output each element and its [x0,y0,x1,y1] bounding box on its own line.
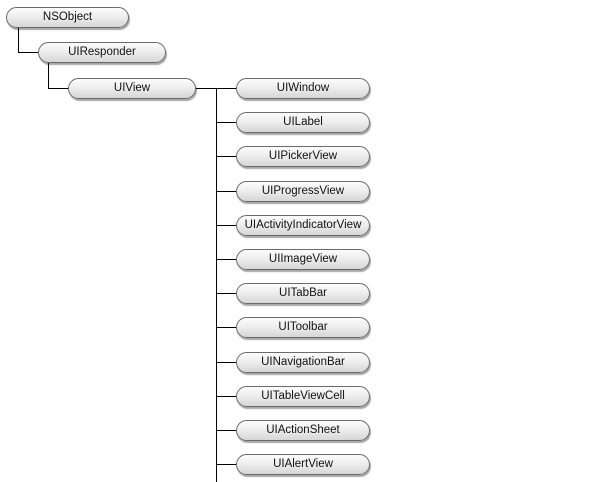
connector-branch [216,464,236,465]
connector-branch [216,191,236,192]
node-label: UIWindow [276,81,330,94]
connector-branch [216,122,236,123]
node-label: UIImageView [268,252,338,265]
node-label: UILabel [283,115,323,128]
node-subclass-uilabel: UILabel [236,112,370,133]
node-subclass-uipickerview: UIPickerView [236,146,370,167]
node-label: UIActivityIndicatorView [244,218,362,231]
connector-branch [216,293,236,294]
node-label: UIPickerView [268,149,338,162]
connector-branch [216,156,236,157]
node-subclass-uiimageview: UIImageView [236,249,370,270]
node-subclass-uiactionsheet: UIActionSheet [236,420,370,441]
node-uiview: UIView [68,78,196,99]
connector-subclass-spine [216,88,217,482]
node-label: UIAlertView [273,457,333,470]
connector-branch [216,362,236,363]
node-subclass-uiprogressview: UIProgressView [236,181,370,202]
node-subclass-uialertview: UIAlertView [236,454,370,475]
node-subclass-uiwindow: UIWindow [236,78,370,99]
node-label: UIResponder [68,45,136,58]
connector-uiresponder-uiview [48,88,70,89]
connector-uiresponder-uiview [48,62,49,89]
connector-branch [216,327,236,328]
node-label: UITabBar [279,286,327,299]
node-label: UIActionSheet [266,423,340,436]
node-subclass-uinavigationbar: UINavigationBar [236,352,370,373]
node-label: UIProgressView [261,184,345,197]
node-nsobject: NSObject [6,7,129,28]
node-label: UINavigationBar [261,355,345,368]
node-label: UIView [113,81,151,94]
node-label: NSObject [42,10,93,23]
node-uiresponder: UIResponder [38,42,166,63]
connector-branch [216,259,236,260]
connector-branch [216,396,236,397]
connector-branch [216,225,236,226]
node-subclass-uitabbar: UITabBar [236,283,370,304]
connector-branch [216,430,236,431]
node-subclass-uitoolbar: UIToolbar [236,317,370,338]
node-label: UITableViewCell [261,389,345,402]
node-subclass-uitableviewcell: UITableViewCell [236,386,370,407]
connector-nsobject-uiresponder [18,52,40,53]
node-subclass-uiactivityindicatorview: UIActivityIndicatorView [236,215,370,236]
connector-nsobject-uiresponder [18,27,19,53]
node-label: UIToolbar [278,320,328,333]
